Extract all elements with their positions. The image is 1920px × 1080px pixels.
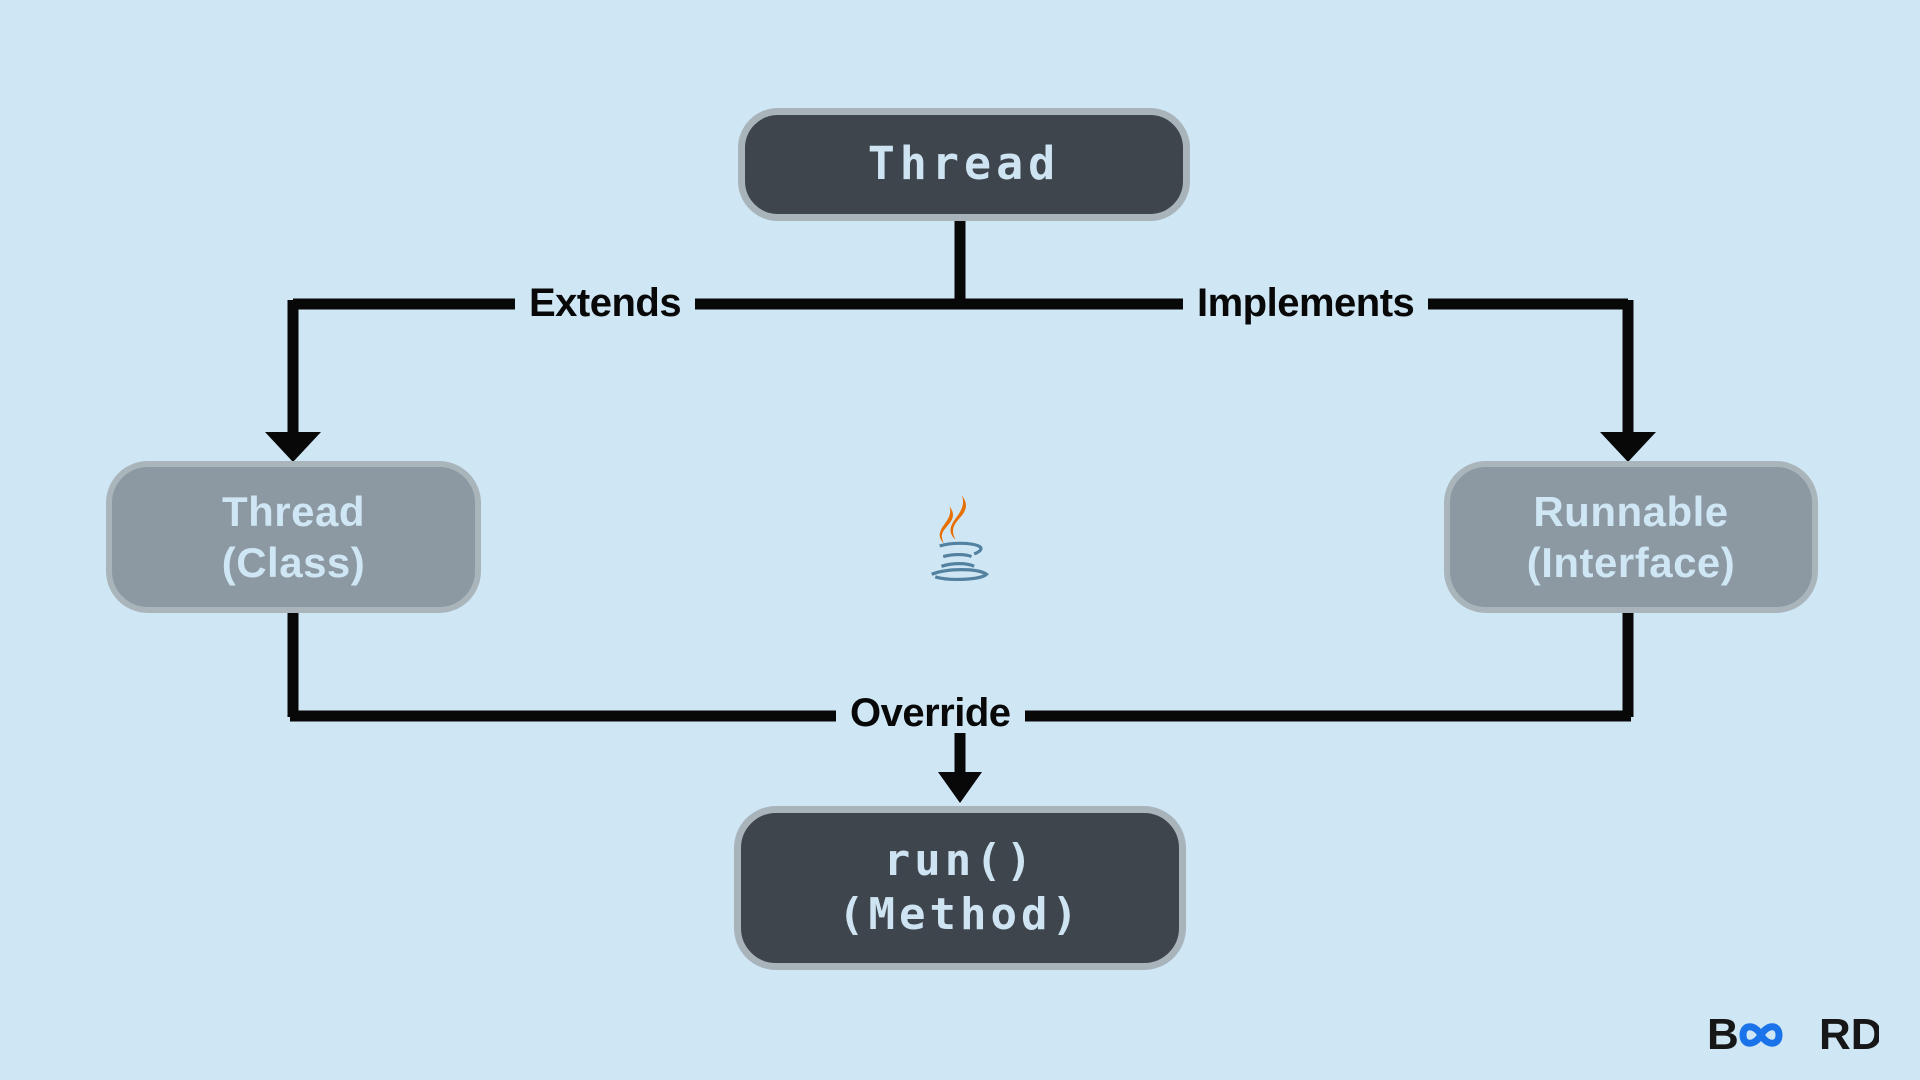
node-runnable-line-2: (Interface) bbox=[1526, 539, 1736, 586]
node-thread[interactable]: Thread bbox=[738, 108, 1190, 221]
edge-label-implements: Implements bbox=[1183, 283, 1429, 323]
edge-label-override: Override bbox=[836, 693, 1025, 733]
node-runnable-interface[interactable]: Runnable (Interface) bbox=[1444, 461, 1818, 613]
arrowhead-to-runnable bbox=[1600, 432, 1656, 462]
java-logo-icon bbox=[931, 495, 990, 582]
node-thread-class-line-1: Thread bbox=[221, 487, 366, 535]
arrowhead-to-thread-class bbox=[265, 432, 321, 462]
board-logo-infinity-icon bbox=[1739, 1023, 1783, 1047]
node-run-method-line-2: (Method) bbox=[838, 889, 1082, 940]
board-logo-text-before: B bbox=[1707, 1012, 1739, 1058]
node-thread-class[interactable]: Thread (Class) bbox=[106, 461, 481, 613]
node-thread-line-1: Thread bbox=[867, 137, 1061, 191]
arrowhead-to-run-method bbox=[938, 772, 982, 803]
node-thread-class-line-2: (Class) bbox=[221, 539, 366, 586]
node-runnable-line-1: Runnable bbox=[1533, 487, 1729, 535]
board-logo: B RD bbox=[1707, 1012, 1879, 1058]
edge-label-extends: Extends bbox=[515, 283, 696, 323]
board-logo-text-after: RD bbox=[1819, 1012, 1879, 1058]
node-run-method[interactable]: run() (Method) bbox=[734, 806, 1186, 970]
node-run-method-line-1: run() bbox=[883, 835, 1037, 887]
